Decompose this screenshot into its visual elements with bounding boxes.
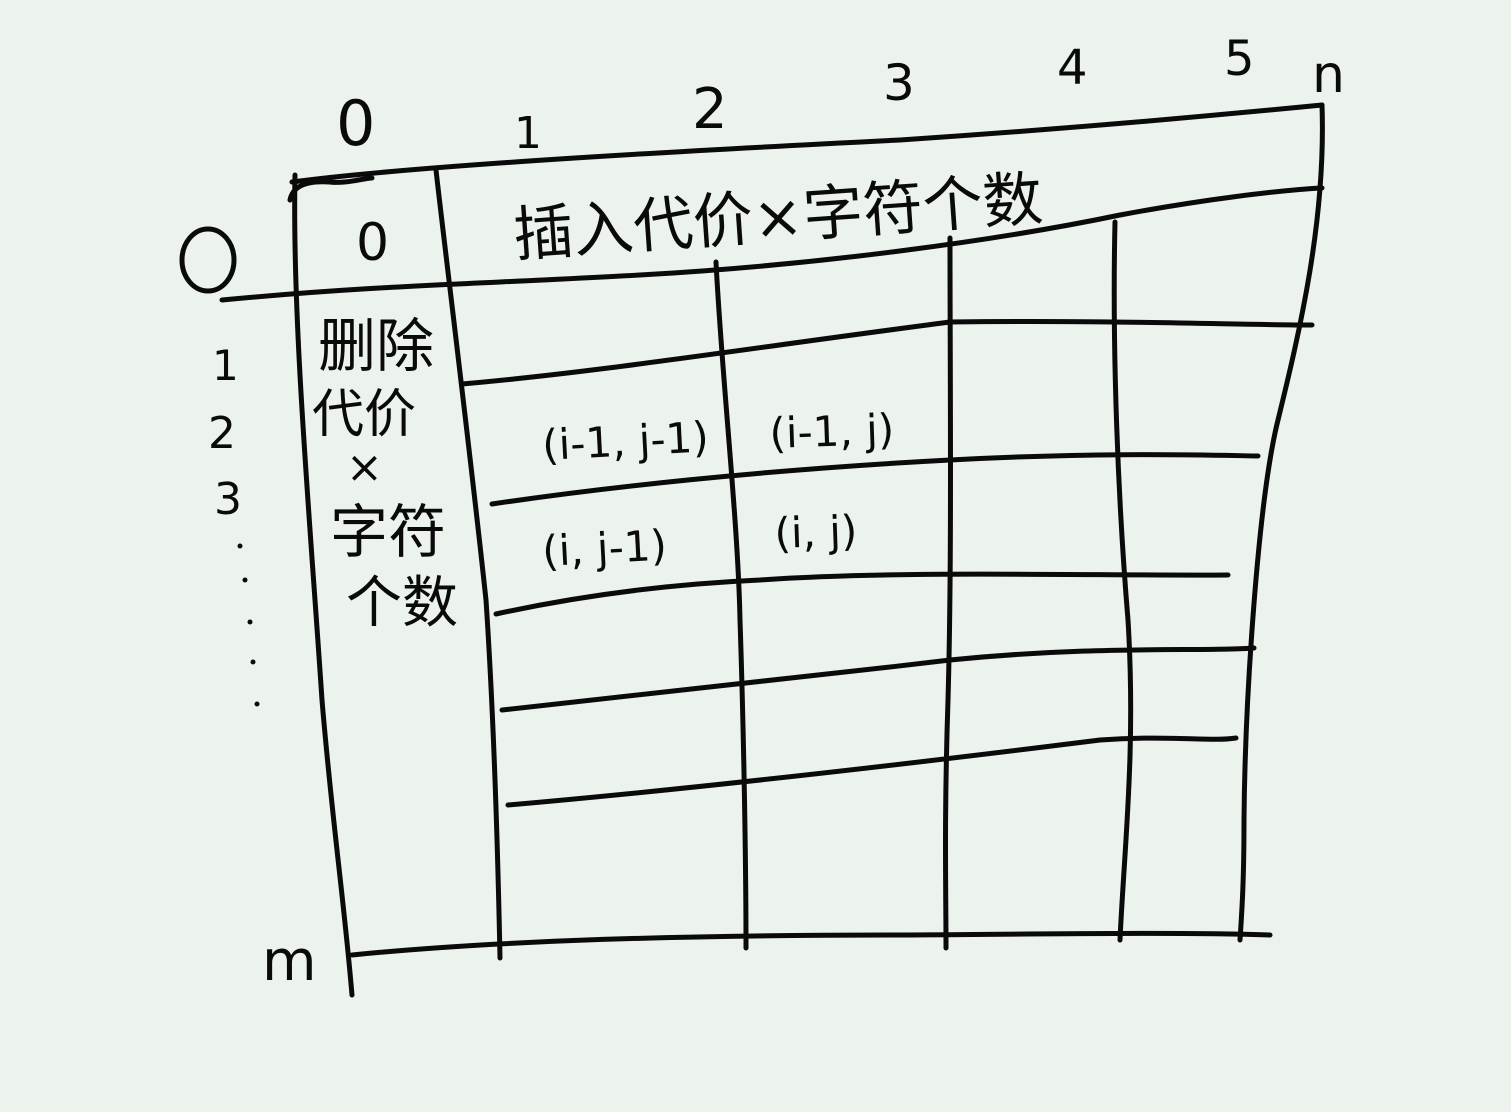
row-ellipsis-dots (237, 543, 260, 707)
grid-hline-4 (499, 645, 1257, 713)
col-index-2: 2 (692, 77, 728, 142)
grid-hline-2 (489, 452, 1261, 507)
col-index-1: 1 (514, 108, 542, 159)
header-col-label-line-3: × (346, 442, 383, 493)
cell-upper-left: (i-1, j-1) (541, 412, 710, 470)
cell-lower-right: (i, j) (774, 506, 858, 558)
grid-hline-3 (493, 571, 1231, 617)
row-index-2: 2 (208, 408, 236, 459)
cell-upper-right: (i-1, j) (769, 405, 895, 458)
table-bottom-border (349, 930, 1273, 958)
row-index-m: m (262, 929, 317, 994)
table-left-border (292, 172, 355, 998)
header-col-label-line-2: 代价 (312, 385, 416, 445)
header-column-separator (433, 167, 503, 961)
col-index-0: 0 (336, 87, 375, 160)
grid-hline-5 (505, 735, 1239, 808)
corner-cell-value: 0 (356, 213, 389, 273)
col-index-4: 4 (1057, 40, 1088, 96)
row-origin-circle (179, 226, 237, 294)
col-index-n: n (1312, 45, 1345, 105)
header-col-label-line-1: 删除 (318, 312, 434, 380)
header-col-label-line-4: 字符 (330, 498, 446, 566)
corner-bracket (287, 175, 375, 203)
header-row-separator (219, 185, 1325, 303)
header-row-label: 插入代价×字符个数 (511, 164, 1045, 271)
col-index-3: 3 (883, 54, 915, 112)
grid-vline-3 (1111, 219, 1134, 943)
grid-vline-1 (713, 259, 749, 951)
header-col-label-line-5: 个数 (346, 571, 458, 636)
table-top-border (289, 102, 1325, 185)
row-index-3: 3 (214, 474, 242, 525)
grid-vline-2 (943, 235, 953, 951)
table-right-border (1237, 102, 1325, 943)
row-origin-label: 0 (207, 258, 210, 263)
grid-hline-1 (459, 319, 1315, 387)
row-index-1: 1 (212, 341, 239, 390)
col-index-5: 5 (1224, 31, 1255, 87)
cell-lower-left: (i, j-1) (541, 521, 668, 576)
